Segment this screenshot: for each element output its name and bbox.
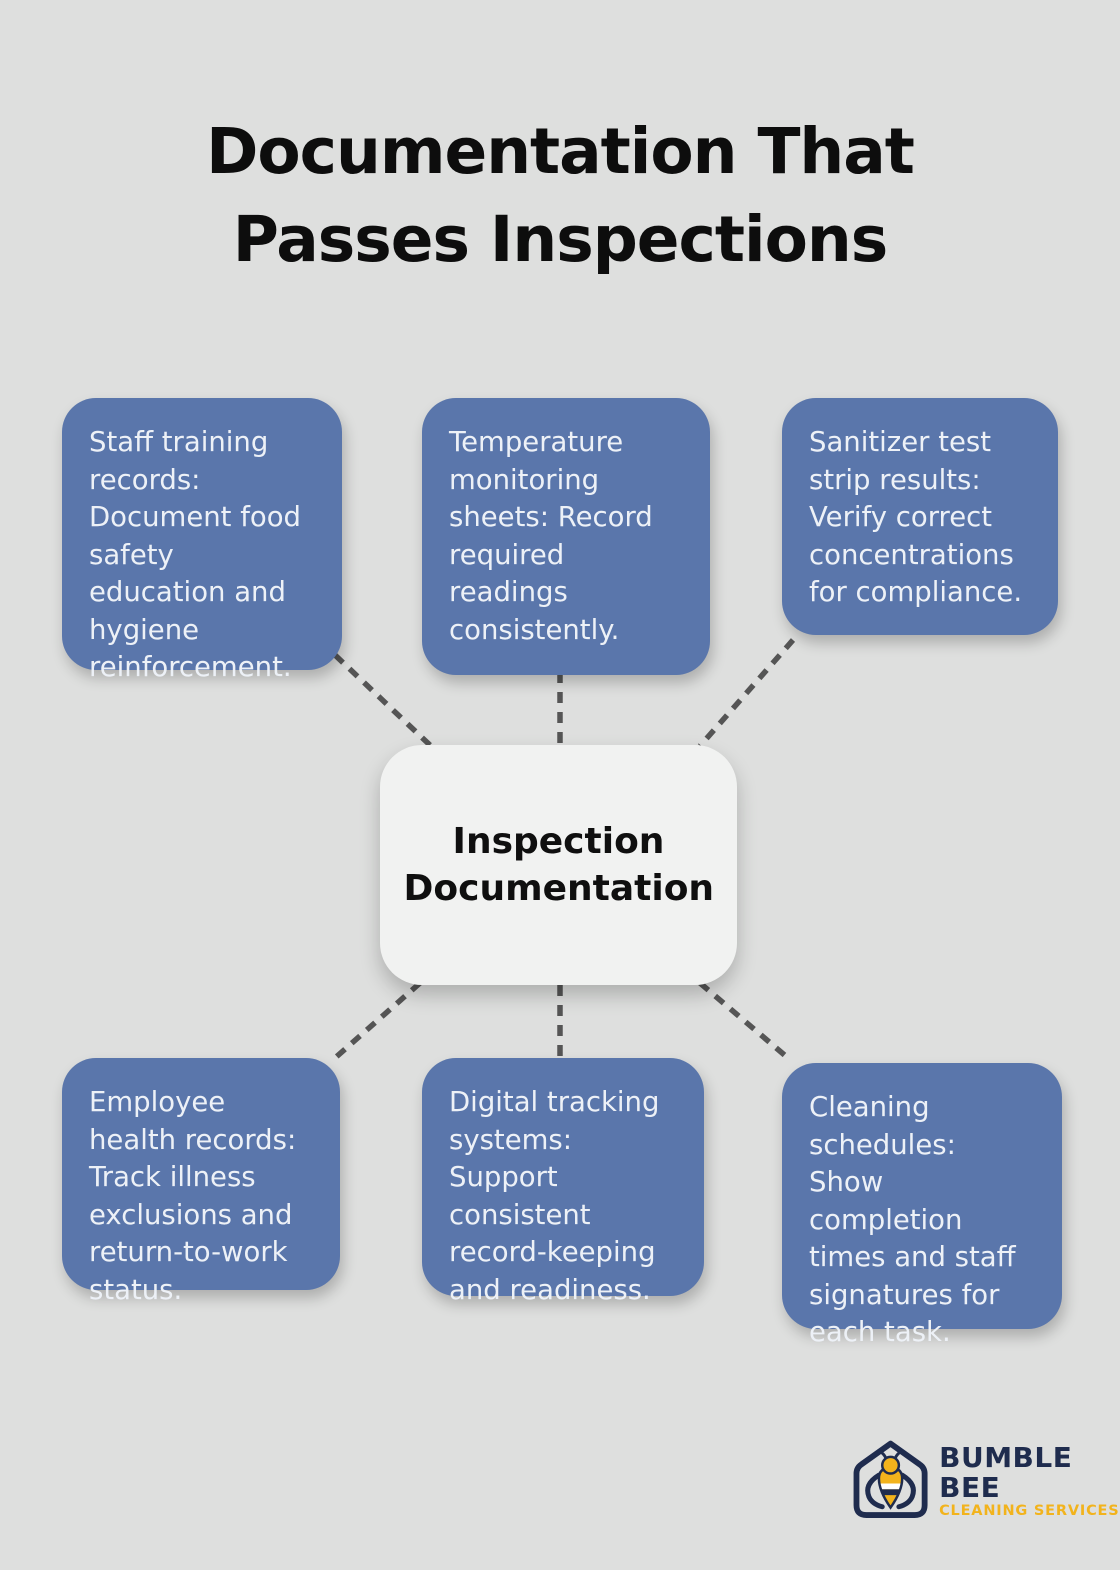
node-staff-training-records: Staff training records: Document food sa… — [62, 398, 342, 683]
connector-bottom-left — [333, 980, 422, 1061]
node-cleaning-schedules-text: Cleaning schedules: Show completion time… — [809, 1091, 1016, 1348]
bumble-bee-logo: BUMBLE BEE CLEANING SERVICES — [849, 1432, 1120, 1530]
node-sanitizer-test-strips-text: Sanitizer test strip results: Verify cor… — [809, 426, 1023, 608]
logo-text: BUMBLE BEE CLEANING SERVICES — [939, 1440, 1120, 1520]
node-digital-tracking-systems: Digital tracking systems: Support consis… — [422, 1058, 704, 1306]
connector-top-left — [333, 653, 435, 750]
node-employee-health-records-text: Employee health records: Track illness e… — [89, 1086, 297, 1306]
node-temperature-monitoring: Temperature monitoring sheets: Record re… — [422, 398, 710, 675]
logo-tagline: CLEANING SERVICES — [939, 1502, 1120, 1519]
bee-house-logo-icon — [853, 1440, 928, 1518]
center-node-inspection-documentation: Inspection Documentation — [380, 745, 737, 985]
node-employee-health-records: Employee health records: Track illness e… — [62, 1058, 340, 1306]
center-node-label: Inspection Documentation — [403, 821, 715, 909]
node-digital-tracking-systems-text: Digital tracking systems: Support consis… — [449, 1086, 660, 1306]
node-temperature-monitoring-text: Temperature monitoring sheets: Record re… — [449, 426, 653, 646]
connector-bottom-right — [698, 980, 790, 1061]
connector-top-right — [697, 638, 796, 748]
node-cleaning-schedules: Cleaning schedules: Show completion time… — [782, 1063, 1062, 1348]
logo-name: BUMBLE BEE — [939, 1440, 1073, 1504]
page-title: Documentation That Passes Inspections — [206, 115, 915, 276]
node-sanitizer-test-strips: Sanitizer test strip results: Verify cor… — [782, 398, 1058, 635]
node-staff-training-records-text: Staff training records: Document food sa… — [89, 426, 301, 683]
